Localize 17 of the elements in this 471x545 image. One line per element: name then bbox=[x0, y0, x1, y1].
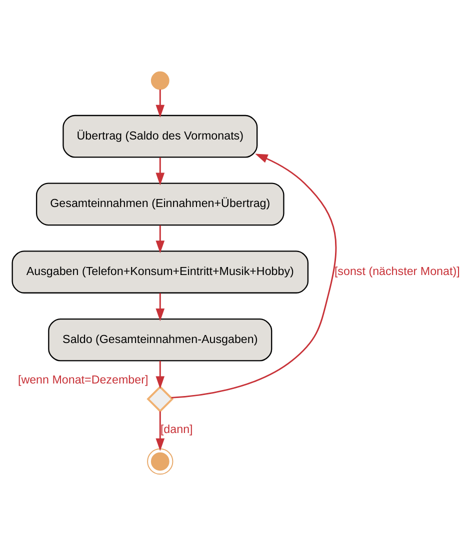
node-circle bbox=[150, 70, 170, 90]
node-box: Ausgaben (Telefon+Konsum+Eintritt+Musik+Hobby) bbox=[12, 250, 309, 293]
edge-label: [sonst (nächster Monat)] bbox=[334, 264, 460, 278]
node-circle bbox=[147, 448, 174, 474]
node-box: Saldo (Gesamteinnahmen-Ausgaben) bbox=[48, 318, 272, 361]
arrow bbox=[156, 224, 165, 253]
node-label: [wenn Monat=Dezember] bbox=[18, 373, 148, 386]
node-box: Gesamteinnahmen (Einnahmen+Übertrag) bbox=[36, 182, 284, 226]
edge-label: [dann] bbox=[160, 422, 193, 436]
arrow bbox=[156, 89, 165, 117]
arrow bbox=[156, 156, 165, 185]
arrow bbox=[156, 292, 165, 321]
arrow bbox=[156, 410, 165, 450]
arrow bbox=[156, 360, 165, 388]
arrow bbox=[171, 153, 337, 398]
node-box: Übertrag (Saldo des Vormonats) bbox=[62, 114, 258, 158]
node-diamond bbox=[146, 385, 174, 412]
